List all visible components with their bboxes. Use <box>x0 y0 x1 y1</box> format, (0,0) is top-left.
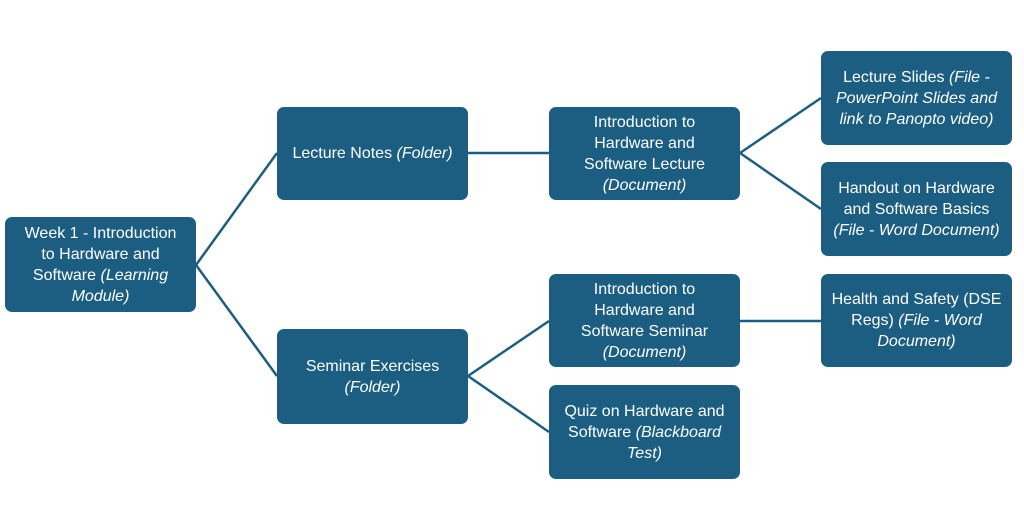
node-health-safety-file: Health and Safety (DSE Regs) (File - Wor… <box>821 274 1012 367</box>
node-line: Introduction to <box>593 280 696 298</box>
node-line: Regs) <box>851 312 899 329</box>
node-line: Software <box>32 266 101 284</box>
connector-seminar-exercises-to-quiz <box>467 374 550 434</box>
node-quiz-blackboard-test: Quiz on Hardware and Software (Blackboar… <box>549 385 740 479</box>
node-type: (File - Word Document) <box>833 221 1000 239</box>
node-type: (Blackboard Test) <box>627 423 721 462</box>
node-line: Hardware and <box>594 301 695 319</box>
node-type: (Document) <box>602 343 687 361</box>
node-type: (File - PowerPoint Slides and link to Pa… <box>836 68 997 128</box>
connector-seminar-exercises-to-intro-seminar <box>467 319 550 378</box>
connector-week1-to-lecture-notes <box>194 152 279 266</box>
node-text: Introduction to Hardware and Software Se… <box>581 279 708 363</box>
node-line: Introduction to <box>593 113 696 131</box>
node-line: to Hardware and <box>41 245 160 263</box>
node-text: Handout on Hardware and Software Basics … <box>833 178 999 241</box>
node-title: Lecture Slides <box>843 68 949 86</box>
node-type: (Folder) <box>344 378 401 396</box>
node-title: Lecture Notes <box>292 145 397 162</box>
node-line: Software <box>568 423 636 441</box>
node-handout-file: Handout on Hardware and Software Basics … <box>821 162 1012 256</box>
node-text: Introduction to Hardware and Software Le… <box>584 112 705 196</box>
node-intro-seminar-document: Introduction to Hardware and Software Se… <box>549 274 740 367</box>
node-line: and Software Basics <box>843 200 990 218</box>
node-line: Week 1 - Introduction <box>24 224 177 242</box>
node-type: (File - Word Document) <box>877 312 982 350</box>
connector-week1-to-seminar-exercises <box>194 264 279 377</box>
node-line: Software Lecture <box>584 155 705 173</box>
node-title: Seminar Exercises <box>305 357 440 375</box>
node-type: (Document) <box>602 176 687 194</box>
node-intro-lecture-document: Introduction to Hardware and Software Le… <box>549 107 740 200</box>
node-lecture-notes-folder: Lecture Notes (Folder) <box>277 107 468 200</box>
node-lecture-slides-file: Lecture Slides (File - PowerPoint Slides… <box>821 51 1012 145</box>
connector-intro-lecture-to-lecture-slides <box>739 96 822 155</box>
node-line: Software Seminar <box>580 322 709 340</box>
node-line: Handout on Hardware <box>838 179 995 197</box>
node-seminar-exercises-folder: Seminar Exercises (Folder) <box>277 329 468 424</box>
node-text: Health and Safety (DSE Regs) (File - Wor… <box>827 289 1006 352</box>
node-text: Lecture Slides (File - PowerPoint Slides… <box>827 67 1006 130</box>
connector-intro-lecture-to-handout <box>739 151 822 211</box>
node-type: (Folder) <box>396 145 453 162</box>
node-week1-learning-module: Week 1 - Introduction to Hardware and So… <box>5 217 196 312</box>
node-line: Quiz on Hardware and <box>564 402 725 420</box>
node-text: Week 1 - Introduction to Hardware and So… <box>11 223 190 307</box>
node-text: Lecture Notes (Folder) <box>292 143 452 164</box>
node-line: Hardware and <box>594 134 695 152</box>
node-text: Seminar Exercises (Folder) <box>306 356 439 398</box>
node-line: Health and Safety (DSE <box>831 291 1002 308</box>
node-text: Quiz on Hardware and Software (Blackboar… <box>555 401 734 464</box>
node-type: (Learning Module) <box>71 266 169 305</box>
